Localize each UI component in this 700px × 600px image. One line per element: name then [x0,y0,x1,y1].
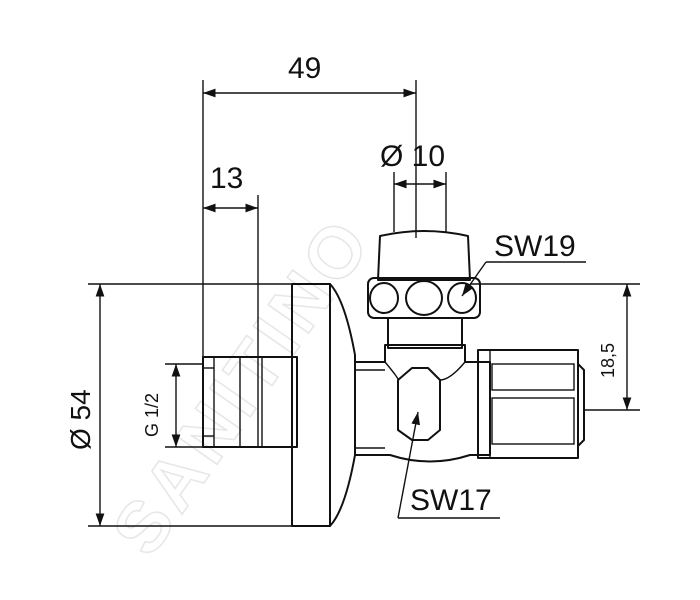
callout-sw17: SW17 [397,411,500,519]
dimension-18-5: 18,5 [470,283,640,411]
dimension-18-5-label: 18,5 [598,343,618,378]
dimension-13: 13 [203,162,259,357]
dimension-13-label: 13 [210,162,243,195]
dimension-49-label: 49 [288,52,321,85]
dimension-d54-label: Ø 54 [65,389,96,450]
dimension-g12-label: G 1/2 [142,393,162,437]
valve-outline [202,230,585,527]
dimension-d10: Ø 10 [380,140,447,232]
callout-sw17-label: SW17 [410,484,492,517]
dimension-g12: G 1/2 [142,363,203,448]
dimension-d10-label: Ø 10 [380,140,445,173]
dimension-49: 49 [202,52,417,357]
callout-sw19-label: SW19 [494,230,576,263]
watermark: SANITINO [98,202,388,569]
dimension-d54: Ø 54 [65,283,330,527]
callout-sw19: SW19 [461,230,586,297]
